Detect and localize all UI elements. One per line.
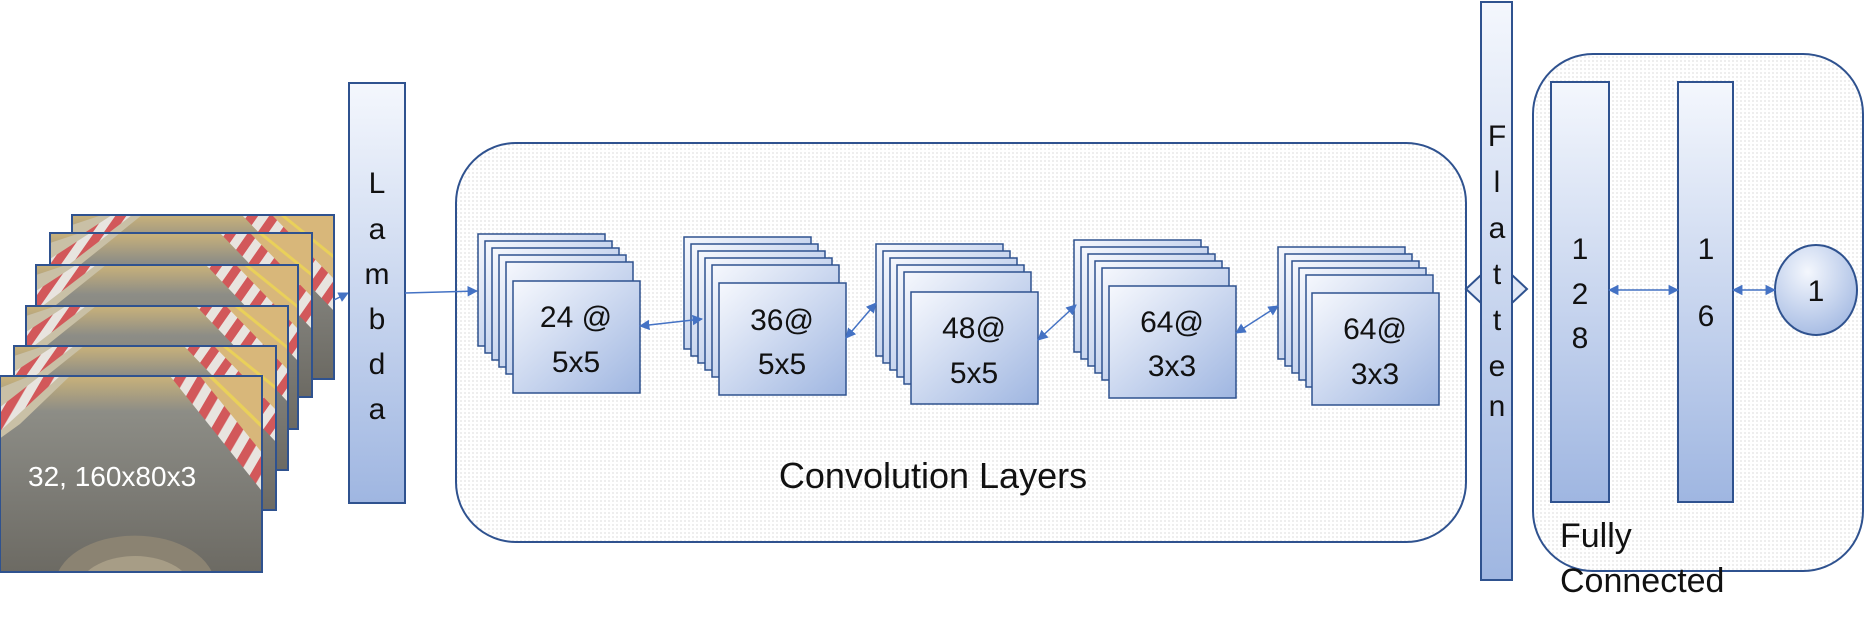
lambda-letter: b (369, 303, 386, 336)
arrow-conv1-conv2 (638, 314, 704, 331)
output-value: 1 (1808, 275, 1825, 308)
conv-layer-kernel: 3x3 (1351, 358, 1399, 391)
fully-connected-title-line2: Connected (1560, 562, 1724, 600)
feature-map-stack (477, 233, 641, 394)
flatten-letter: t (1493, 258, 1502, 291)
arrow-conv4-conv5 (1235, 305, 1279, 334)
flatten-letter: F (1488, 120, 1506, 153)
conv-layer-kernel: 3x3 (1148, 350, 1196, 383)
flatten-letter: t (1493, 304, 1502, 337)
feature-map-stack (1073, 239, 1237, 399)
feature-map-stack (875, 243, 1039, 405)
arrow-lambda-to-conv1 (404, 286, 479, 297)
feature-map-stack (683, 236, 847, 396)
lambda-letter: d (369, 348, 386, 381)
lambda-letter: a (369, 213, 386, 246)
flatten-layer: F l a t t e n (1464, 1, 1529, 581)
lambda-letter: m (365, 258, 390, 291)
conv-layer-kernel: 5x5 (758, 348, 806, 381)
dense-layer-16: 1 6 (1677, 81, 1734, 503)
arrow-input-to-lambda (333, 292, 349, 302)
conv-layer-kernel: 5x5 (950, 357, 998, 390)
dense-digit: 1 (1572, 233, 1589, 266)
conv-layer-filters: 64@ (1140, 306, 1204, 339)
dense-digit: 1 (1698, 233, 1715, 266)
flatten-letter: n (1489, 390, 1506, 423)
lambda-letter: a (369, 393, 386, 426)
dense-digit: 6 (1698, 300, 1715, 333)
flatten-letter: l (1494, 166, 1501, 199)
conv-layer: 36@ 5x5 (683, 236, 847, 396)
conv-layer-filters: 24 @ (540, 301, 612, 334)
dense-digit: 2 (1572, 278, 1589, 311)
feature-map-stack (1277, 246, 1440, 406)
dense-layer-128: 1 2 8 (1550, 81, 1610, 503)
conv-layer: 48@ 5x5 (875, 243, 1039, 405)
conv-layer-filters: 64@ (1343, 313, 1407, 346)
conv-layer: 64@ 3x3 (1073, 239, 1237, 399)
conv-layer: 24 @ 5x5 (477, 233, 641, 394)
conv-layer-filters: 48@ (942, 312, 1006, 345)
arrow-conv2-conv3 (845, 302, 877, 339)
dense-digit: 8 (1572, 322, 1589, 355)
lambda-letter: L (369, 167, 386, 200)
input-shape-label: 32, 160x80x3 (28, 461, 196, 492)
arrow-conv3-conv4 (1037, 304, 1077, 341)
input-image (0, 375, 263, 573)
input-image-stack: 32, 160x80x3 (0, 214, 335, 573)
conv-layer-kernel: 5x5 (552, 346, 600, 379)
flatten-letter: e (1489, 350, 1506, 383)
output-neuron: 1 (1774, 244, 1858, 336)
conv-layer: 64@ 3x3 (1277, 246, 1440, 406)
conv-layer-filters: 36@ (750, 304, 814, 337)
flatten-letter: a (1489, 212, 1506, 245)
lambda-layer: L a m b d a (348, 82, 406, 504)
convolution-layers-title: Convolution Layers (779, 455, 1087, 496)
fully-connected-title-line1: Fully (1560, 517, 1632, 555)
